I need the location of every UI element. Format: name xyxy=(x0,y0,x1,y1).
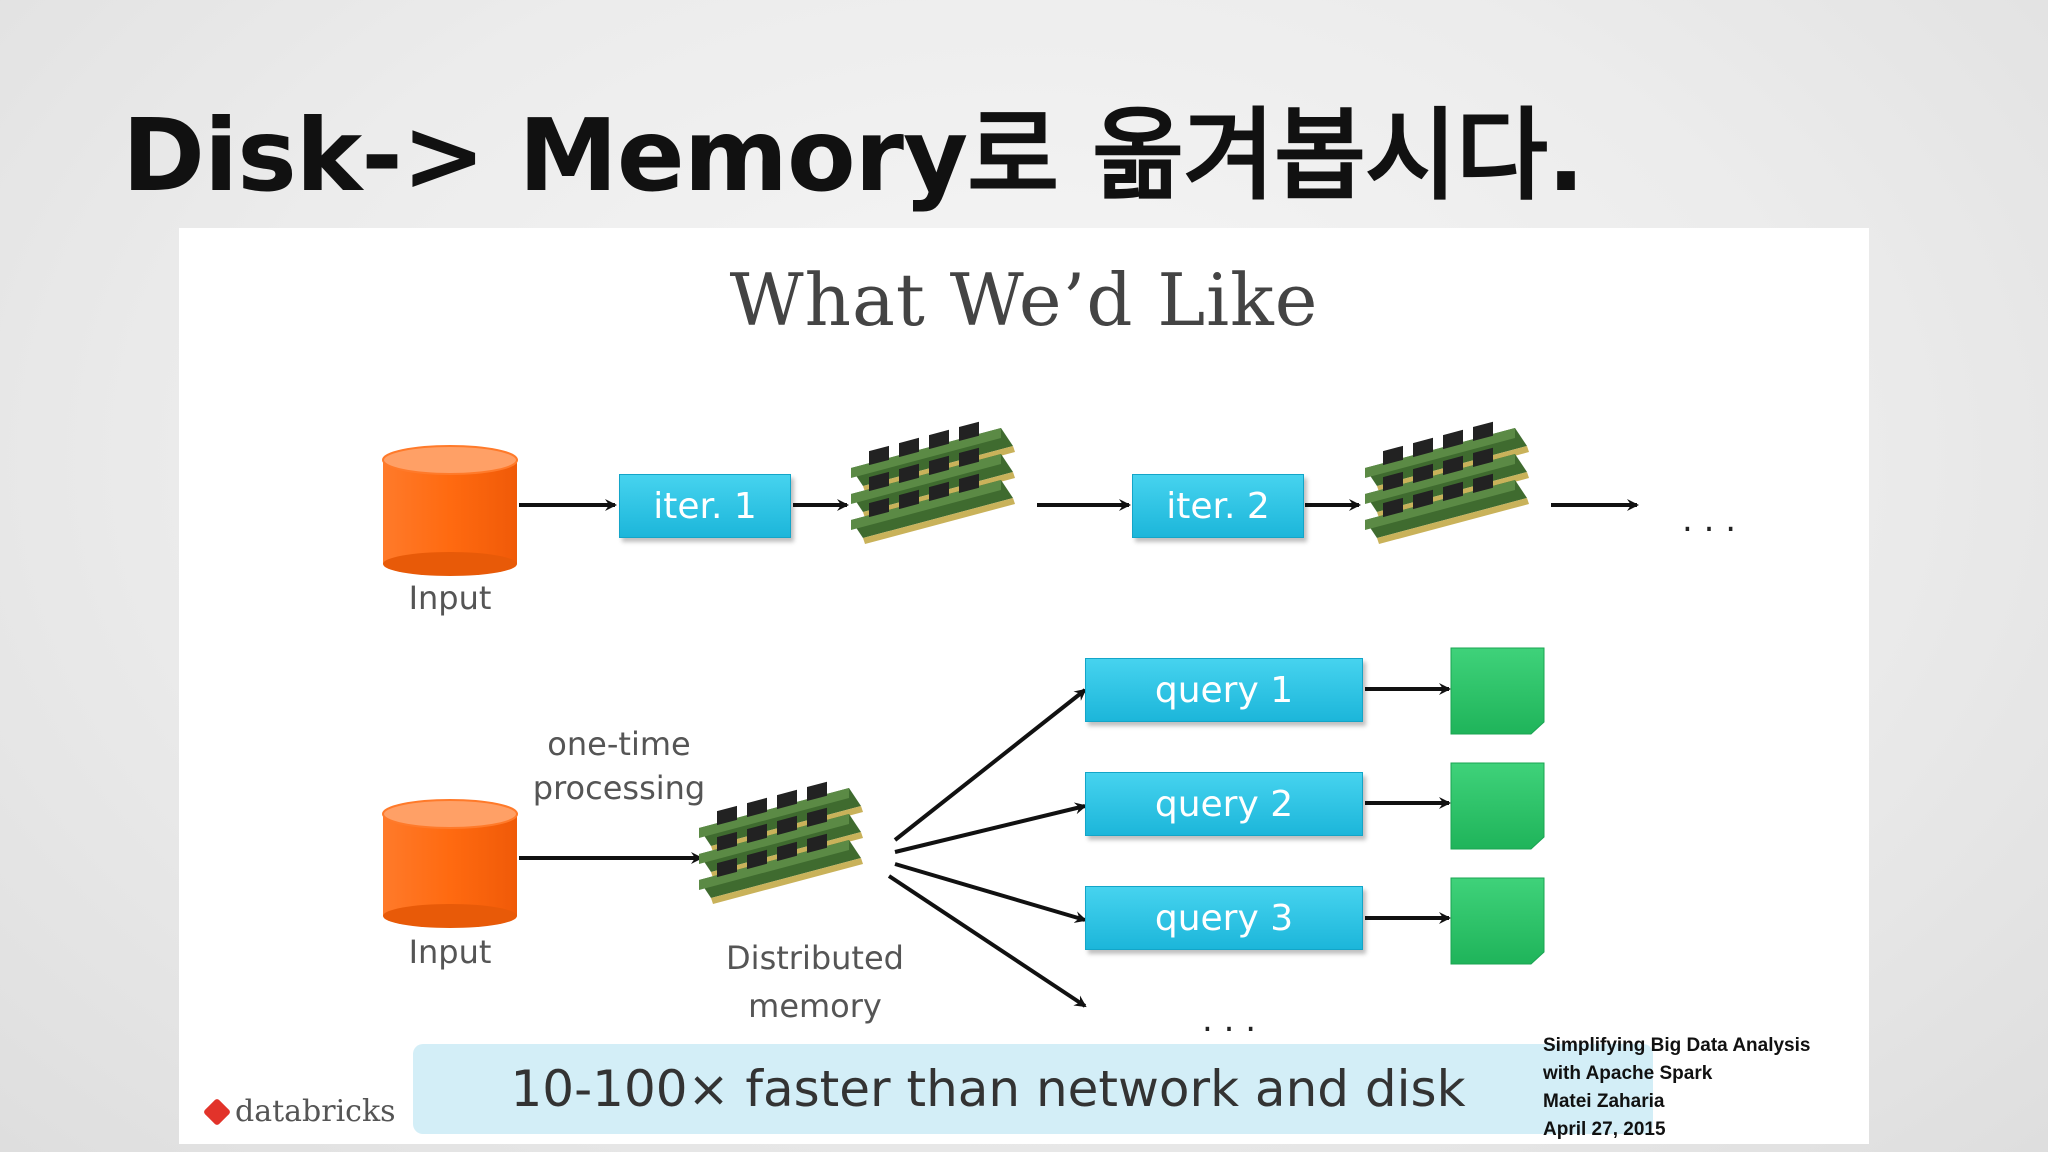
slide-title: Disk-> Memory로 옮겨봅시다. xyxy=(122,97,1585,214)
arrow xyxy=(893,688,1087,842)
speed-banner-text: 10-100× faster than network and disk xyxy=(510,1060,1466,1118)
arrow xyxy=(887,874,1087,1008)
result-icon xyxy=(1450,647,1545,735)
databricks-logo: databricks xyxy=(202,1094,396,1129)
citation-line-4: April 27, 2015 xyxy=(1543,1119,1666,1140)
one-time-label-1: one-time xyxy=(547,725,691,763)
iter2-box: iter. 2 xyxy=(1132,474,1304,538)
top-ellipsis: . . . xyxy=(1681,500,1737,540)
citation: Simplifying Big Data Analysis with Apach… xyxy=(1543,1032,1810,1144)
diagram-canvas xyxy=(382,421,1639,1008)
ram-icon xyxy=(1365,421,1529,544)
input-label-top: Input xyxy=(408,579,492,617)
result-icon xyxy=(1450,877,1545,965)
databricks-logo-icon xyxy=(202,1097,232,1126)
arrow xyxy=(894,862,1087,923)
citation-line-3: Matei Zaharia xyxy=(1543,1091,1665,1112)
citation-line-2: with Apache Spark xyxy=(1543,1063,1713,1084)
input-cylinder-top xyxy=(382,445,518,576)
databricks-logo-text: databricks xyxy=(235,1094,396,1129)
arrow xyxy=(894,802,1087,854)
speed-banner xyxy=(413,1044,1653,1134)
diagram-title: What We’d Like xyxy=(729,258,1319,342)
input-label-bottom: Input xyxy=(408,933,492,971)
citation-line-1: Simplifying Big Data Analysis xyxy=(1543,1035,1811,1056)
ram-icon xyxy=(851,421,1015,544)
one-time-label-2: processing xyxy=(532,769,706,807)
bottom-ellipsis: . . . xyxy=(1201,1000,1257,1040)
query3-box: query 3 xyxy=(1085,886,1363,950)
distributed-label-2: memory xyxy=(748,987,882,1025)
ram-icon xyxy=(699,781,863,904)
distributed-label-1: Distributed xyxy=(726,939,904,977)
diagram-panel: What We’d Like Input iter. 1 iter. 2 . .… xyxy=(179,228,1869,1144)
query1-box: query 1 xyxy=(1085,658,1363,722)
iter1-box: iter. 1 xyxy=(619,474,791,538)
result-icon xyxy=(1450,762,1545,850)
input-cylinder-bottom xyxy=(382,799,518,928)
query2-box: query 2 xyxy=(1085,772,1363,836)
